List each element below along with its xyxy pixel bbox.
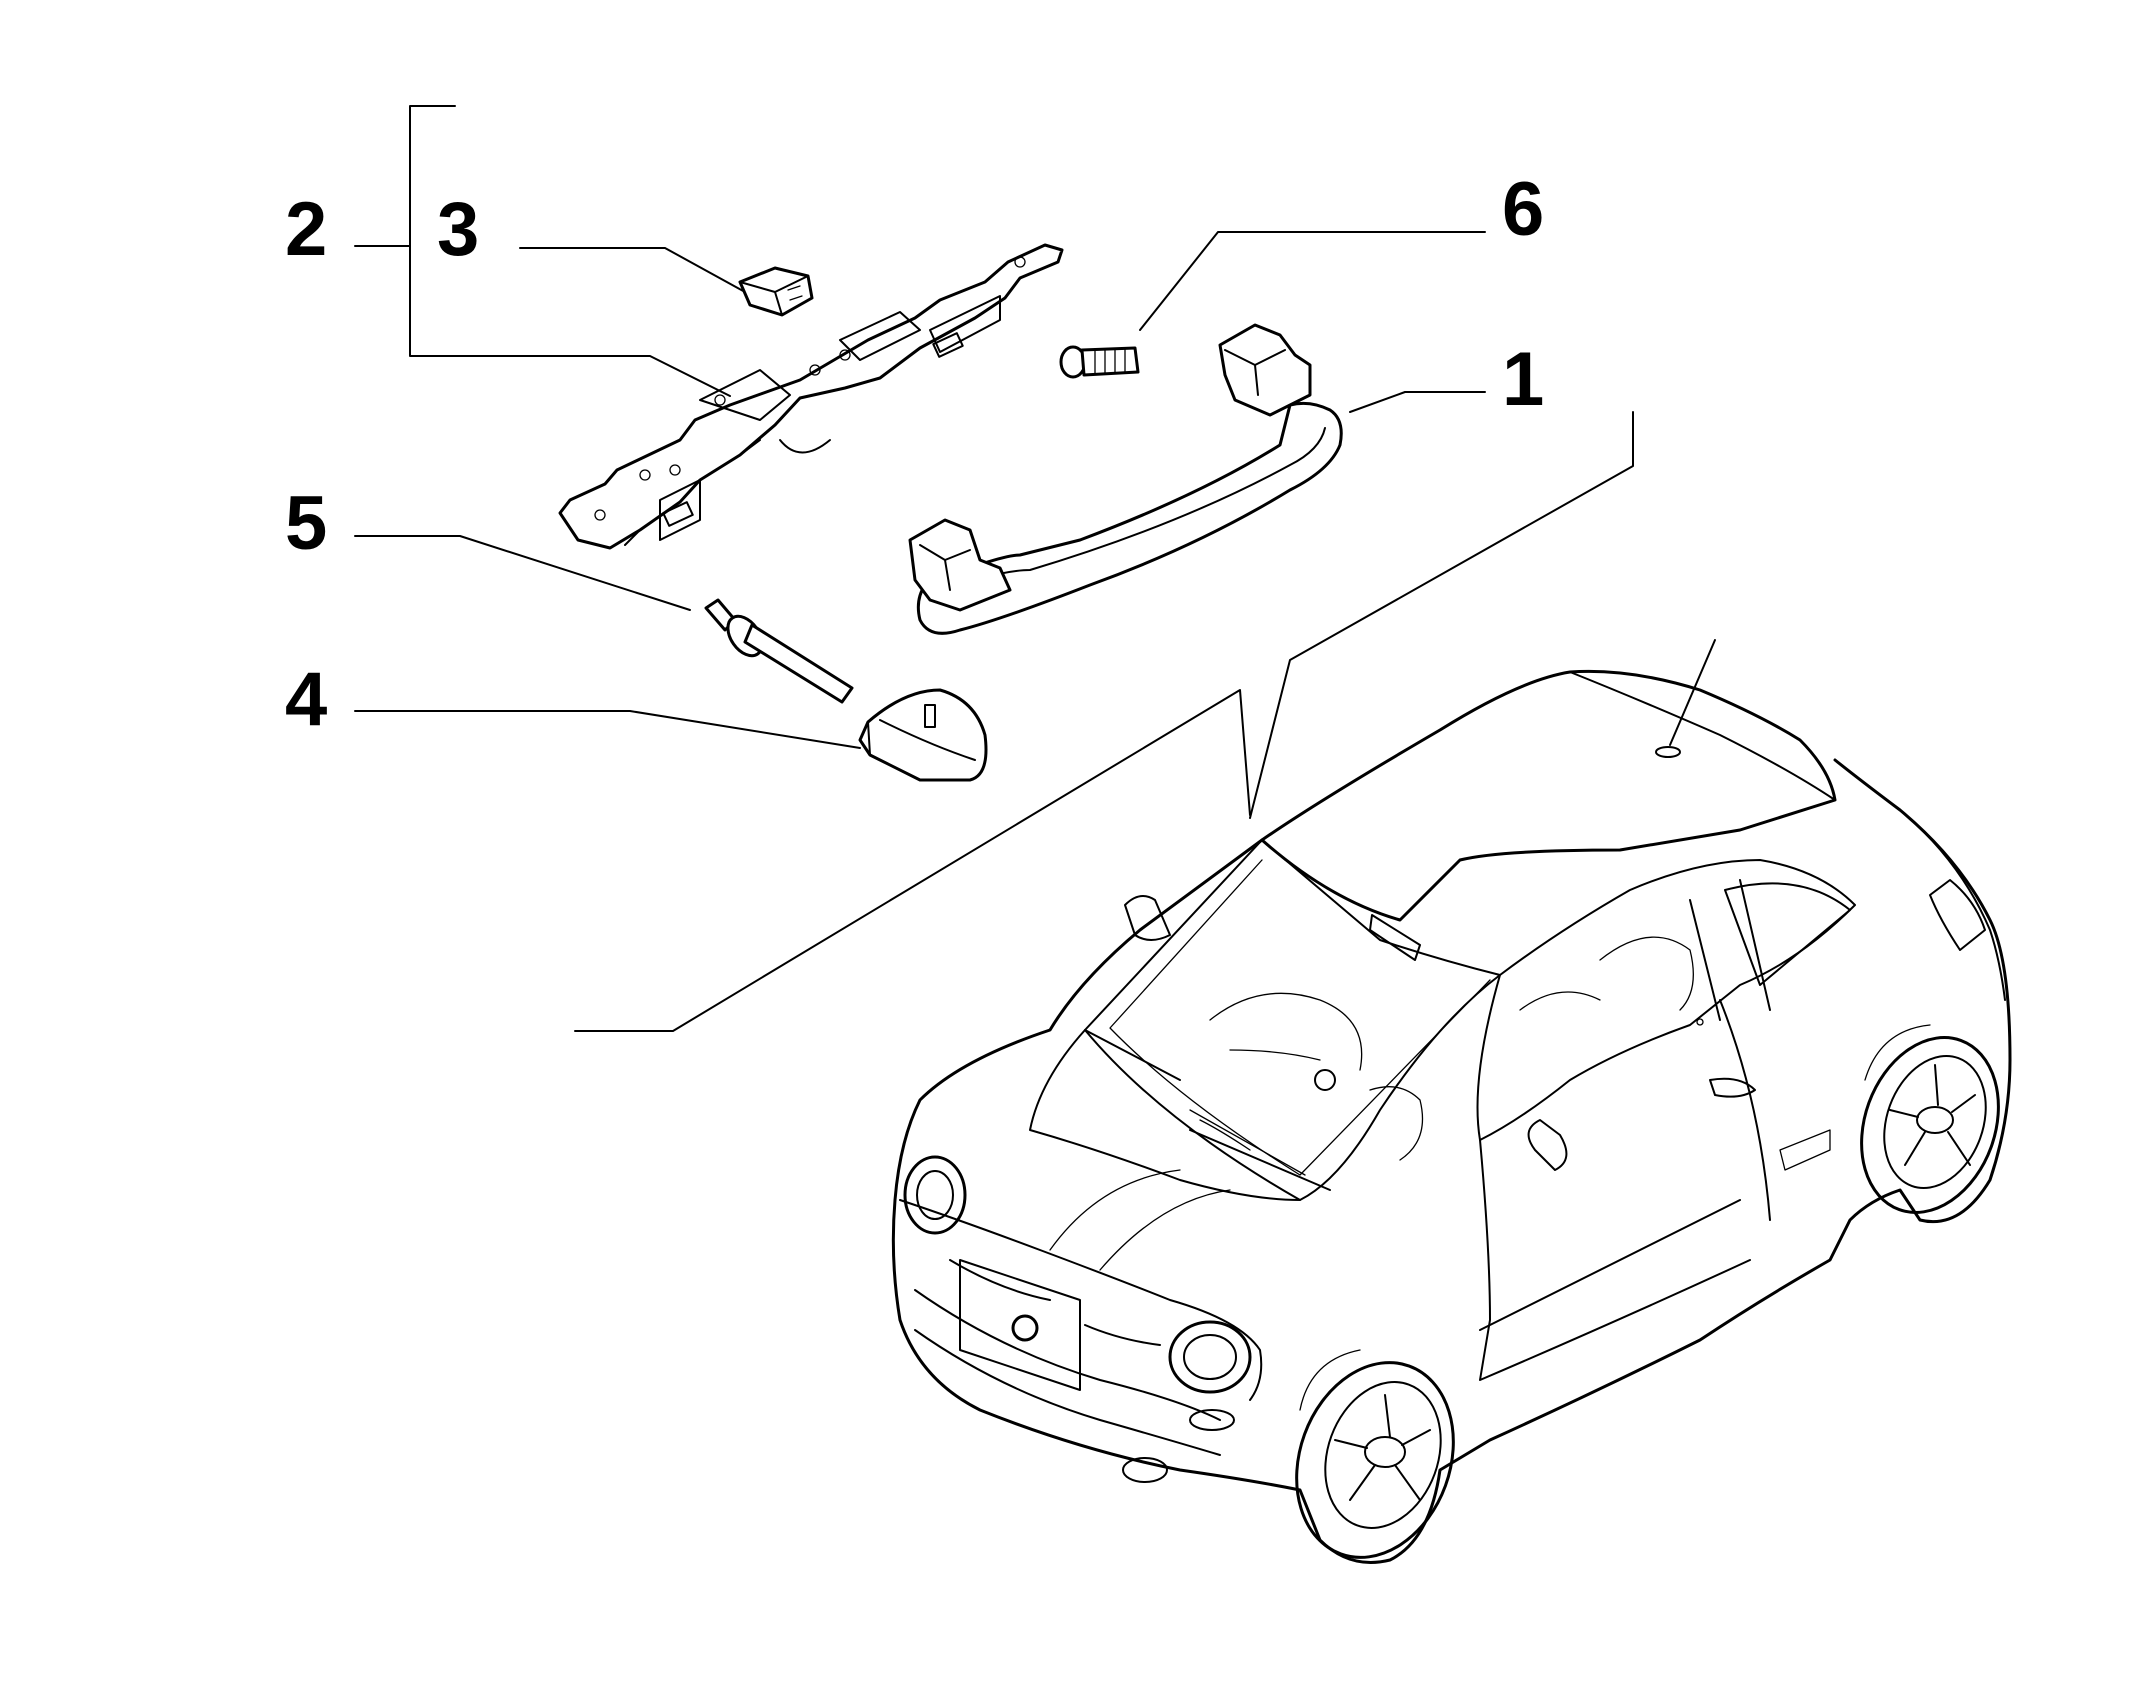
end-cover (858, 688, 988, 782)
grab-handle (908, 323, 1343, 635)
callout-2: 2 (285, 187, 328, 272)
leader-3 (519, 247, 746, 293)
callout-3: 3 (437, 187, 480, 272)
leader-lines (354, 105, 1634, 1032)
callout-4: 4 (285, 657, 328, 742)
leader-6 (1139, 231, 1486, 331)
leader-1 (1349, 391, 1486, 413)
mounting-bracket (558, 243, 1064, 550)
callout-1: 1 (1502, 337, 1545, 422)
leader-car-b (574, 689, 1251, 1032)
rivet (704, 598, 854, 704)
callout-5: 5 (285, 481, 328, 566)
clip (738, 266, 814, 317)
leader-car-a (1249, 411, 1634, 819)
leader-2-bracket (409, 105, 731, 397)
vehicle-illustration (891, 639, 2012, 1564)
leader-4 (354, 710, 861, 749)
leader-5 (354, 535, 691, 611)
screw (1059, 345, 1140, 379)
callout-6: 6 (1502, 167, 1545, 252)
